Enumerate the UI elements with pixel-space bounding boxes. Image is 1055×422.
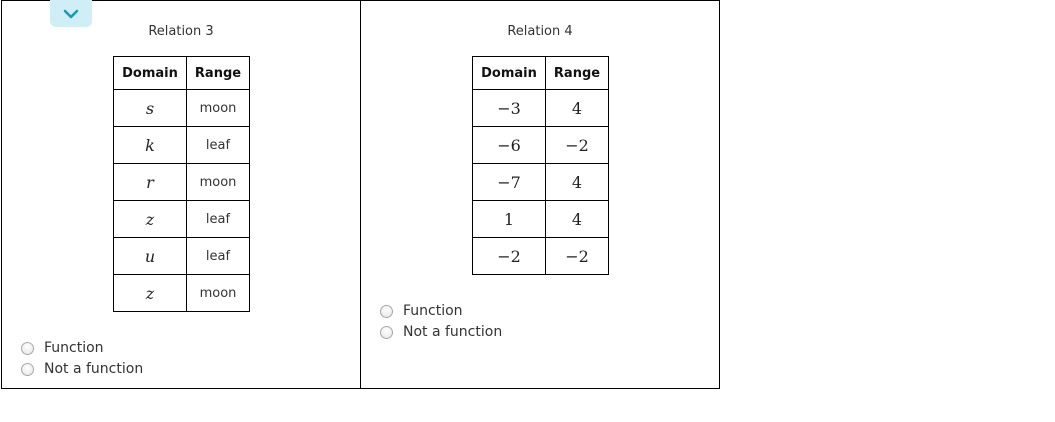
table-row: −2 −2 bbox=[472, 237, 609, 275]
table-row: −3 4 bbox=[472, 89, 609, 127]
range-cell: moon bbox=[186, 163, 250, 201]
collapse-button[interactable] bbox=[50, 0, 92, 27]
radio-button[interactable] bbox=[21, 341, 34, 355]
radio-button[interactable] bbox=[21, 362, 34, 376]
range-cell: leaf bbox=[186, 200, 250, 238]
relation-4-not-function-option[interactable]: Not a function bbox=[380, 324, 502, 340]
table-row: u leaf bbox=[113, 237, 250, 275]
option-label: Not a function bbox=[44, 361, 144, 377]
range-cell: 4 bbox=[545, 163, 609, 201]
range-cell: moon bbox=[186, 89, 250, 127]
table-row: r moon bbox=[113, 163, 250, 201]
relation-3-not-function-option[interactable]: Not a function bbox=[21, 361, 143, 377]
range-cell: −2 bbox=[545, 126, 609, 164]
table-row: 1 4 bbox=[472, 200, 609, 238]
option-label: Not a function bbox=[403, 324, 503, 340]
domain-cell: −7 bbox=[472, 163, 546, 201]
range-cell: leaf bbox=[186, 126, 250, 164]
domain-header: Domain bbox=[113, 56, 187, 90]
domain-cell: −2 bbox=[472, 237, 546, 275]
range-cell: 4 bbox=[545, 200, 609, 238]
domain-header: Domain bbox=[472, 56, 546, 90]
chevron-down-icon bbox=[63, 9, 79, 18]
table-row: z moon bbox=[113, 274, 250, 312]
range-cell: 4 bbox=[545, 89, 609, 127]
table-header-row: Domain Range bbox=[472, 56, 609, 90]
domain-cell: −3 bbox=[472, 89, 546, 127]
panel-divider bbox=[360, 0, 361, 389]
range-cell: −2 bbox=[545, 237, 609, 275]
table-row: z leaf bbox=[113, 200, 250, 238]
domain-cell: 1 bbox=[472, 200, 546, 238]
relation-4-title: Relation 4 bbox=[507, 24, 573, 39]
radio-button[interactable] bbox=[380, 304, 393, 318]
relation-3-function-option[interactable]: Function bbox=[21, 340, 104, 356]
table-row: s moon bbox=[113, 89, 250, 127]
domain-cell: z bbox=[113, 200, 187, 238]
domain-cell: u bbox=[113, 237, 187, 275]
range-cell: moon bbox=[186, 274, 250, 312]
range-cell: leaf bbox=[186, 237, 250, 275]
domain-cell: r bbox=[113, 163, 187, 201]
table-row: k leaf bbox=[113, 126, 250, 164]
domain-cell: s bbox=[113, 89, 187, 127]
relation-3-table: Domain Range s moon k leaf r moon z leaf… bbox=[113, 56, 250, 312]
table-header-row: Domain Range bbox=[113, 56, 250, 90]
range-header: Range bbox=[545, 56, 609, 90]
option-label: Function bbox=[403, 303, 463, 319]
domain-cell: −6 bbox=[472, 126, 546, 164]
option-label: Function bbox=[44, 340, 104, 356]
table-row: −6 −2 bbox=[472, 126, 609, 164]
range-header: Range bbox=[186, 56, 250, 90]
domain-cell: z bbox=[113, 274, 187, 312]
radio-button[interactable] bbox=[380, 325, 393, 339]
relation-3-title: Relation 3 bbox=[148, 24, 214, 39]
domain-cell: k bbox=[113, 126, 187, 164]
relation-4-function-option[interactable]: Function bbox=[380, 303, 463, 319]
relation-4-table: Domain Range −3 4 −6 −2 −7 4 1 4 −2 −2 bbox=[472, 56, 609, 275]
table-row: −7 4 bbox=[472, 163, 609, 201]
